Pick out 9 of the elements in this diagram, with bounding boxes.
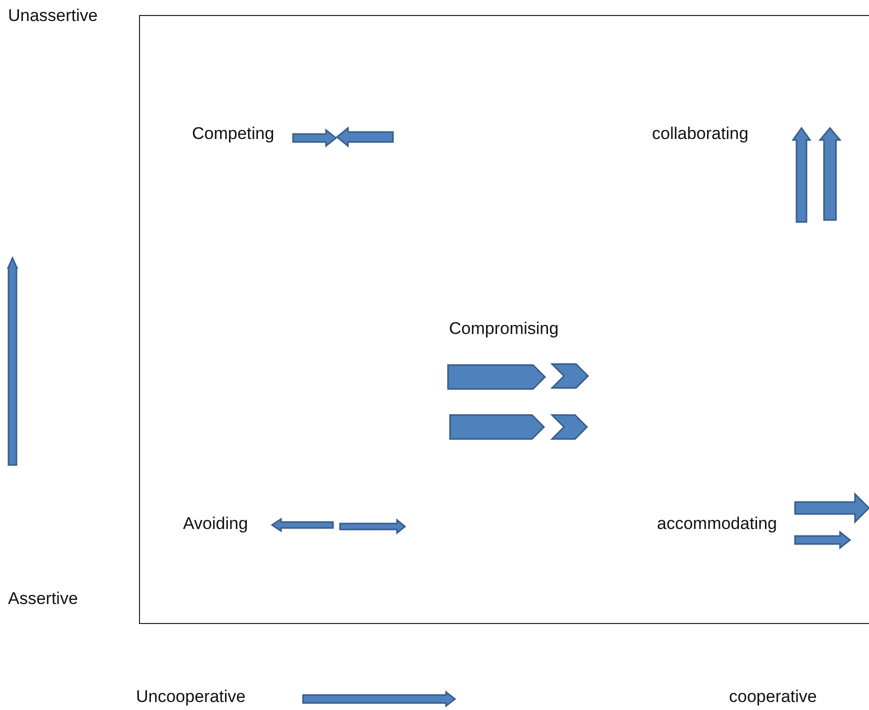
mode-label: Competing [192,124,274,144]
mode-label: accommodating [657,514,778,534]
axis-label: cooperative [729,687,817,707]
mode-label: Compromising [449,319,559,339]
mode-label: Avoiding [183,514,248,534]
axis-label: Assertive [8,589,78,609]
axis-label: Uncooperative [136,687,246,707]
mode-label: collaborating [652,124,748,144]
axis-label: Unassertive [8,6,98,26]
